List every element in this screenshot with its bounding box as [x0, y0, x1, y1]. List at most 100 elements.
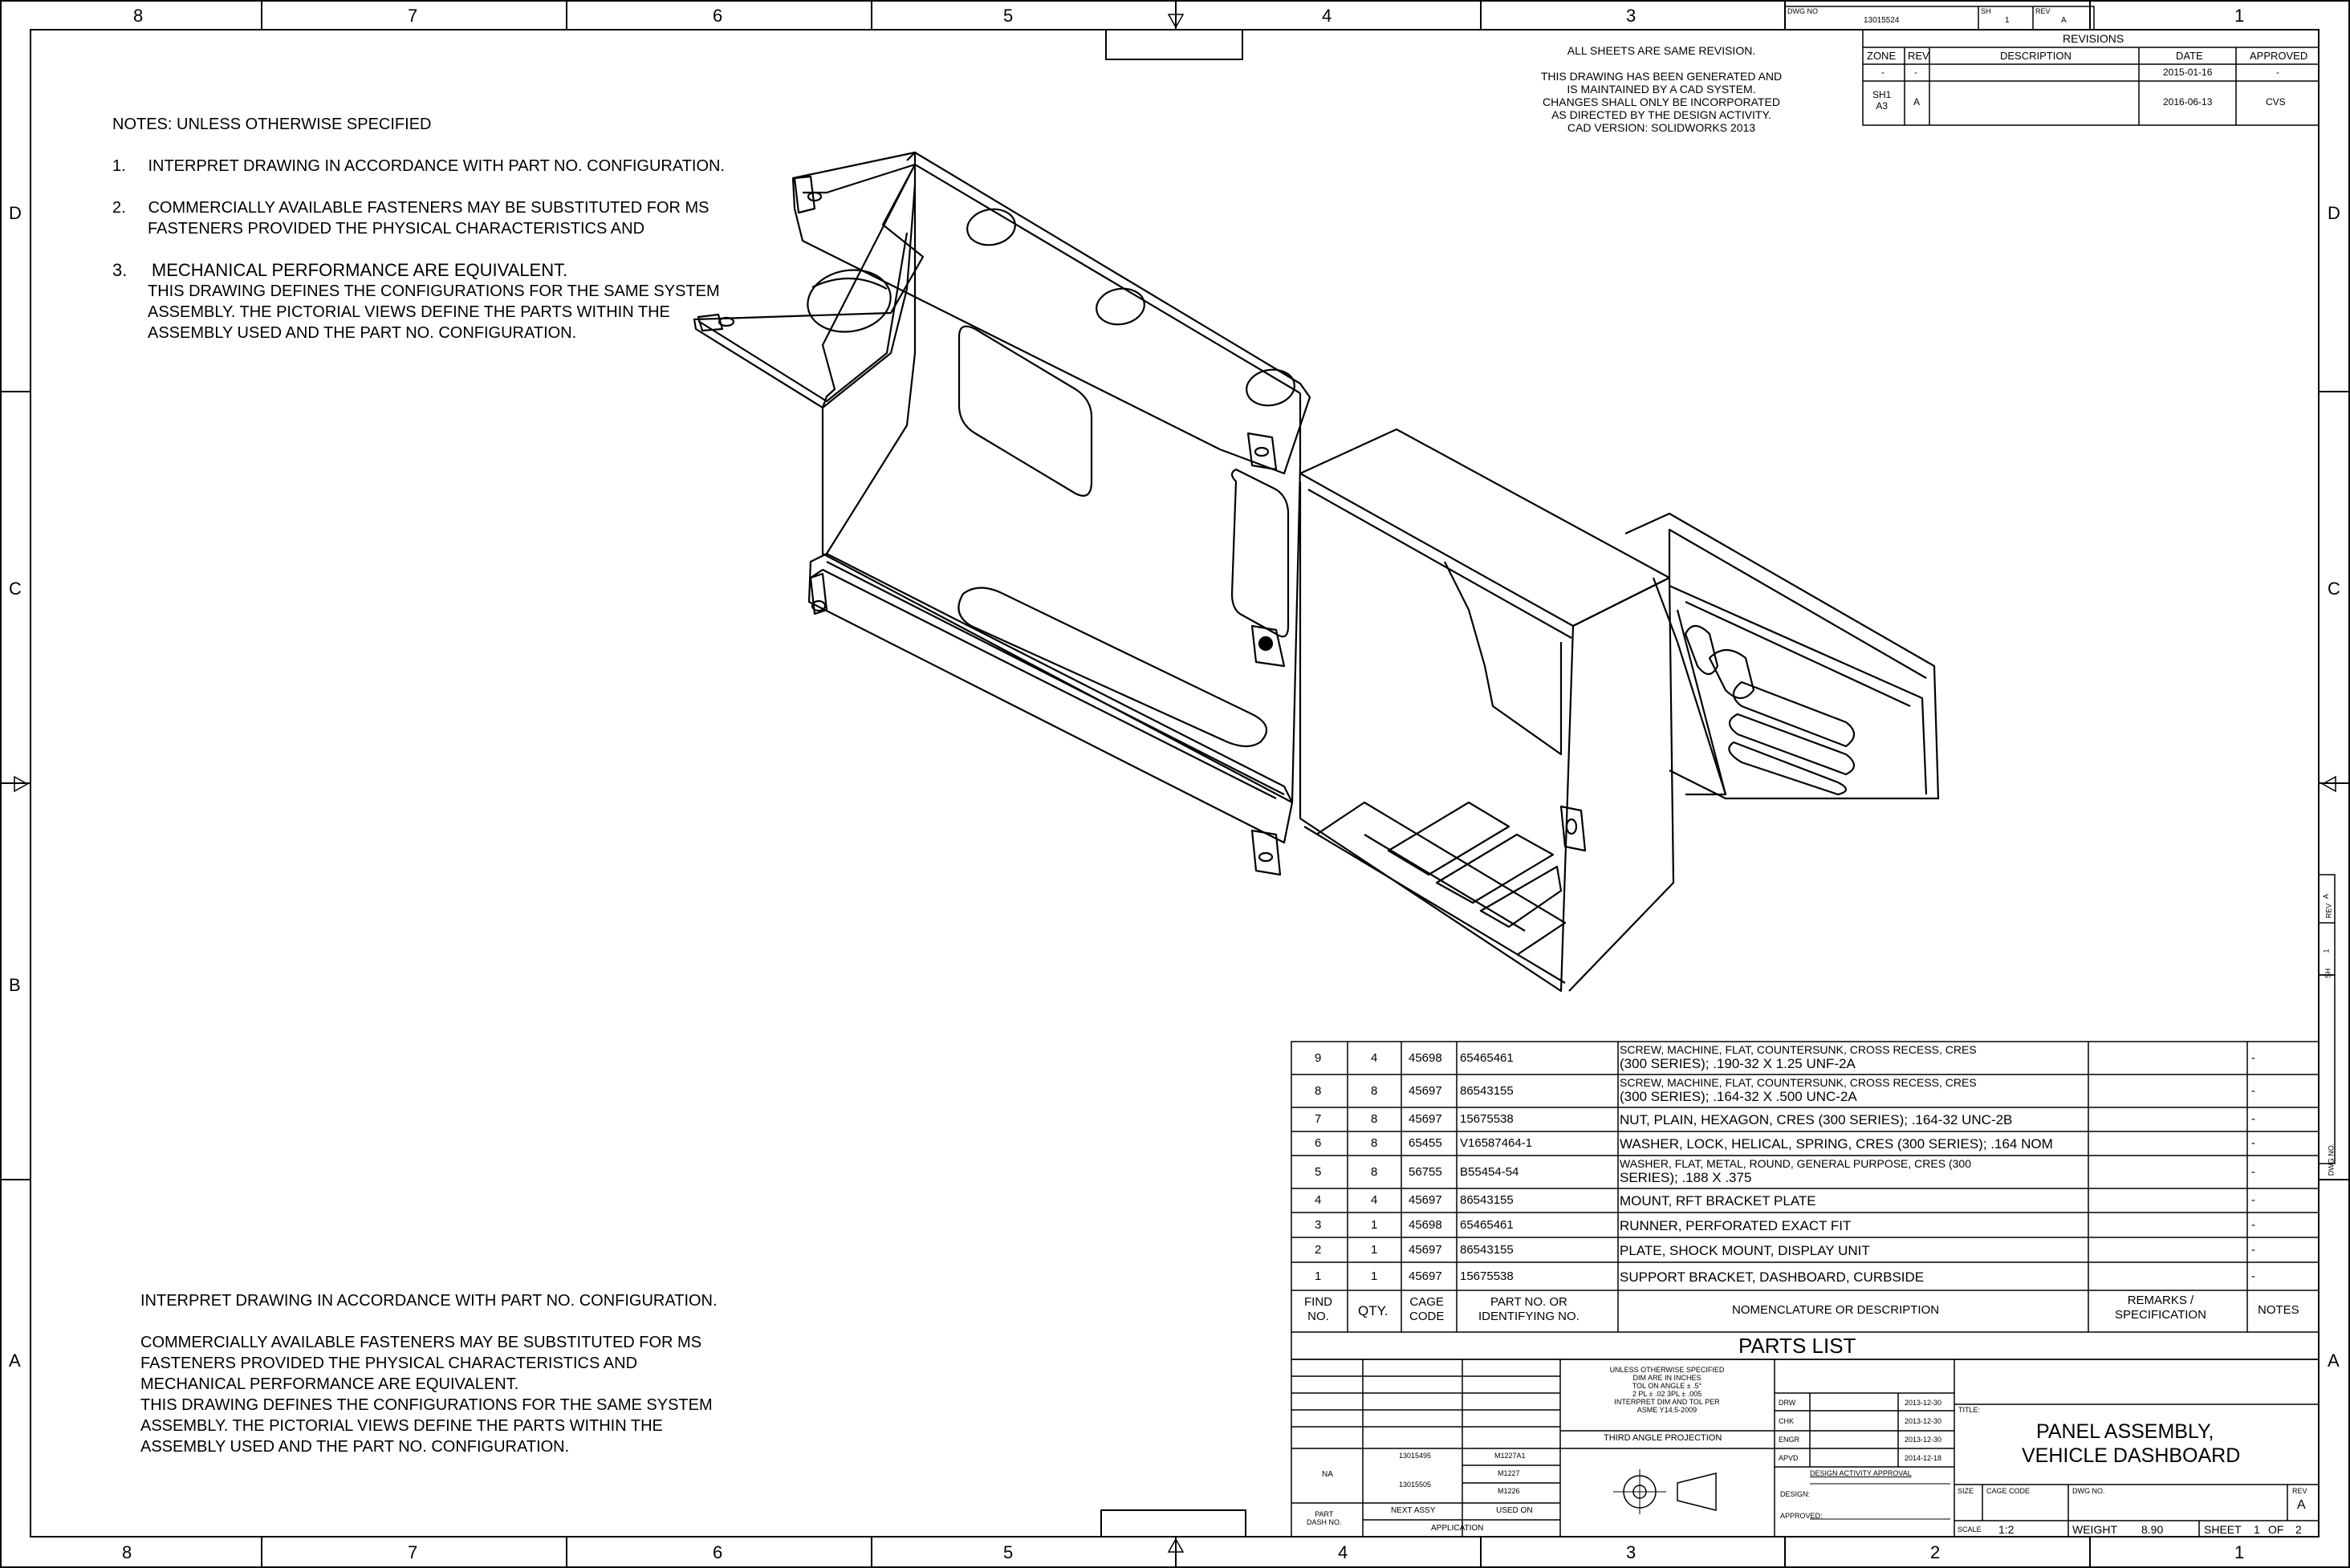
side-dwg-label: DWG NO.: [2327, 1143, 2336, 1176]
zone-col-4: 4: [1322, 6, 1332, 26]
find-no: 4: [1315, 1193, 1322, 1207]
rev-header-rev: REV: [1908, 50, 1929, 62]
notes-cell: -: [2251, 1136, 2255, 1150]
part-number: 65465461: [1460, 1050, 1514, 1065]
find-no: 9: [1315, 1050, 1322, 1065]
bottom-note-5: THIS DRAWING DEFINES THE CONFIGURATIONS …: [140, 1396, 713, 1414]
note-3d: ASSEMBLY USED AND THE PART NO. CONFIGURA…: [148, 324, 577, 342]
zone-row-a-left: A: [9, 1351, 21, 1371]
chk-date: 2013-12-30: [1905, 1417, 1942, 1425]
find-no: 6: [1315, 1136, 1322, 1150]
rev-row1-zone: -: [1881, 67, 1884, 78]
description: PLATE, SHOCK MOUNT, DISPLAY UNIT: [1620, 1242, 1870, 1258]
header-dwg-number: 13015524: [1864, 16, 1900, 25]
third-angle-projection-symbol: [1613, 1469, 1717, 1514]
zone-row-d-left: D: [9, 203, 22, 223]
description: SUPPORT BRACKET, DASHBOARD, CURBSIDE: [1620, 1269, 1925, 1285]
description-line1: WASHER, FLAT, METAL, ROUND, GENERAL PURP…: [1620, 1157, 1971, 1170]
rev-row1-rev: -: [1914, 67, 1917, 78]
qty: 8: [1371, 1112, 1378, 1126]
cage-code: 45697: [1409, 1269, 1442, 1283]
zone-col-6-bottom: 6: [713, 1542, 723, 1562]
rev-row2-zone: SH1 A3: [1872, 89, 1892, 112]
find-no: 2: [1315, 1242, 1322, 1257]
tol-line2: DIM ARE IN INCHES: [1632, 1374, 1702, 1382]
description: NUT, PLAIN, HEXAGON, CRES (300 SERIES); …: [1620, 1112, 2013, 1127]
sheet-total: 2: [2295, 1523, 2302, 1536]
qty: 4: [1371, 1193, 1378, 1207]
zone-col-7-bottom: 7: [408, 1542, 418, 1562]
apvd-label: APVD: [1779, 1454, 1799, 1462]
rev-header-description: DESCRIPTION: [2000, 50, 2071, 62]
notes-cell: -: [2251, 1112, 2255, 1126]
sheet-label: SHEET: [2204, 1523, 2242, 1536]
bottom-note-2: COMMERCIALLY AVAILABLE FASTENERS MAY BE …: [140, 1334, 702, 1351]
drw-label: DRW: [1779, 1399, 1796, 1407]
cage-code: 45697: [1409, 1242, 1442, 1257]
drawing-title-line1: PANEL ASSEMBLY,: [2036, 1420, 2214, 1443]
design-activity-approval: DESIGN ACTIVITY APPROVAL: [1810, 1469, 1912, 1477]
tol-line4: 2 PL ± .02 3PL ± .005: [1632, 1390, 1702, 1398]
engr-label: ENGR: [1779, 1436, 1800, 1444]
rev-row2-rev: A: [1913, 96, 1921, 108]
header-cage-code: CAGE CODE: [1409, 1295, 1445, 1323]
zone-col-4-bottom: 4: [1338, 1542, 1348, 1562]
side-sh-label: SH: [2324, 968, 2332, 979]
weight-label: WEIGHT: [2072, 1523, 2117, 1536]
sheet-number: 1: [2254, 1523, 2260, 1536]
find-no: 7: [1315, 1112, 1322, 1126]
scale-value: 1:2: [1998, 1523, 2015, 1536]
qty: 8: [1371, 1164, 1378, 1179]
qty: 1: [1371, 1269, 1378, 1283]
side-sh-value: 1: [2322, 949, 2331, 953]
zone-col-3: 3: [1626, 6, 1636, 26]
note-2b: FASTENERS PROVIDED THE PHYSICAL CHARACTE…: [148, 220, 645, 238]
part-number: 65465461: [1460, 1217, 1514, 1232]
application-label: APPLICATION: [1431, 1524, 1484, 1533]
rev-value: A: [2297, 1498, 2306, 1512]
qty: 1: [1371, 1242, 1378, 1257]
used-on-label: USED ON: [1496, 1506, 1533, 1515]
app-used-2: M1227: [1498, 1469, 1520, 1477]
cage-code: 45697: [1409, 1112, 1442, 1126]
rev-header-date: DATE: [2176, 50, 2203, 62]
find-no: 5: [1315, 1164, 1322, 1179]
zone-col-3-bottom: 3: [1626, 1542, 1636, 1562]
notes-cell: -: [2251, 1242, 2255, 1257]
header-rev-label: REV: [2035, 7, 2051, 15]
app-na: NA: [1322, 1470, 1333, 1479]
part-dash-no-label: PART DASH NO.: [1307, 1510, 1342, 1526]
header-qty: QTY.: [1358, 1303, 1388, 1318]
part-number: 86543155: [1460, 1242, 1514, 1257]
drawing-title-line2: VEHICLE DASHBOARD: [2022, 1444, 2241, 1467]
cage-code: 45697: [1409, 1083, 1442, 1098]
part-number: 15675538: [1460, 1269, 1514, 1283]
app-assy-2: 13015505: [1399, 1481, 1432, 1489]
rev-header-approved: APPROVED: [2250, 50, 2308, 62]
cage-code: 45698: [1409, 1050, 1442, 1065]
dwg-no-label: DWG NO.: [2072, 1487, 2105, 1495]
zone-col-5-bottom: 5: [1003, 1542, 1014, 1562]
description-line1: SCREW, MACHINE, FLAT, COUNTERSUNK, CROSS…: [1620, 1076, 1977, 1089]
bottom-note-6: ASSEMBLY. THE PICTORIAL VIEWS DEFINE THE…: [140, 1417, 663, 1435]
header-nomenclature: NOMENCLATURE OR DESCRIPTION: [1732, 1303, 1940, 1317]
notes-cell: -: [2251, 1050, 2255, 1065]
notes-cell: -: [2251, 1164, 2255, 1179]
header-remarks: REMARKS / SPECIFICATION: [2115, 1294, 2206, 1322]
engr-date: 2013-12-30: [1905, 1436, 1942, 1444]
header-sh-value: 1: [2005, 16, 2010, 25]
weight-value: 8.90: [2141, 1523, 2164, 1536]
zone-row-a-right: A: [2328, 1351, 2340, 1371]
tol-line5: INTERPRET DIM AND TOL PER: [1614, 1398, 1720, 1406]
cad-note: ALL SHEETS ARE SAME REVISION. THIS DRAWI…: [1509, 44, 1814, 134]
next-assy-label: NEXT ASSY: [1391, 1506, 1436, 1515]
note-2a: 2. COMMERCIALLY AVAILABLE FASTENERS MAY …: [112, 199, 709, 217]
rev-row1-approved: -: [2276, 67, 2279, 78]
find-no: 1: [1315, 1269, 1322, 1283]
cad-note-line6: CAD VERSION: SOLIDWORKS 2013: [1567, 121, 1756, 134]
cage-code: 45698: [1409, 1217, 1442, 1232]
zone-col-1: 1: [2234, 6, 2245, 26]
isometric-part-view: [693, 151, 1940, 993]
zone-row-c-left: C: [9, 579, 22, 599]
